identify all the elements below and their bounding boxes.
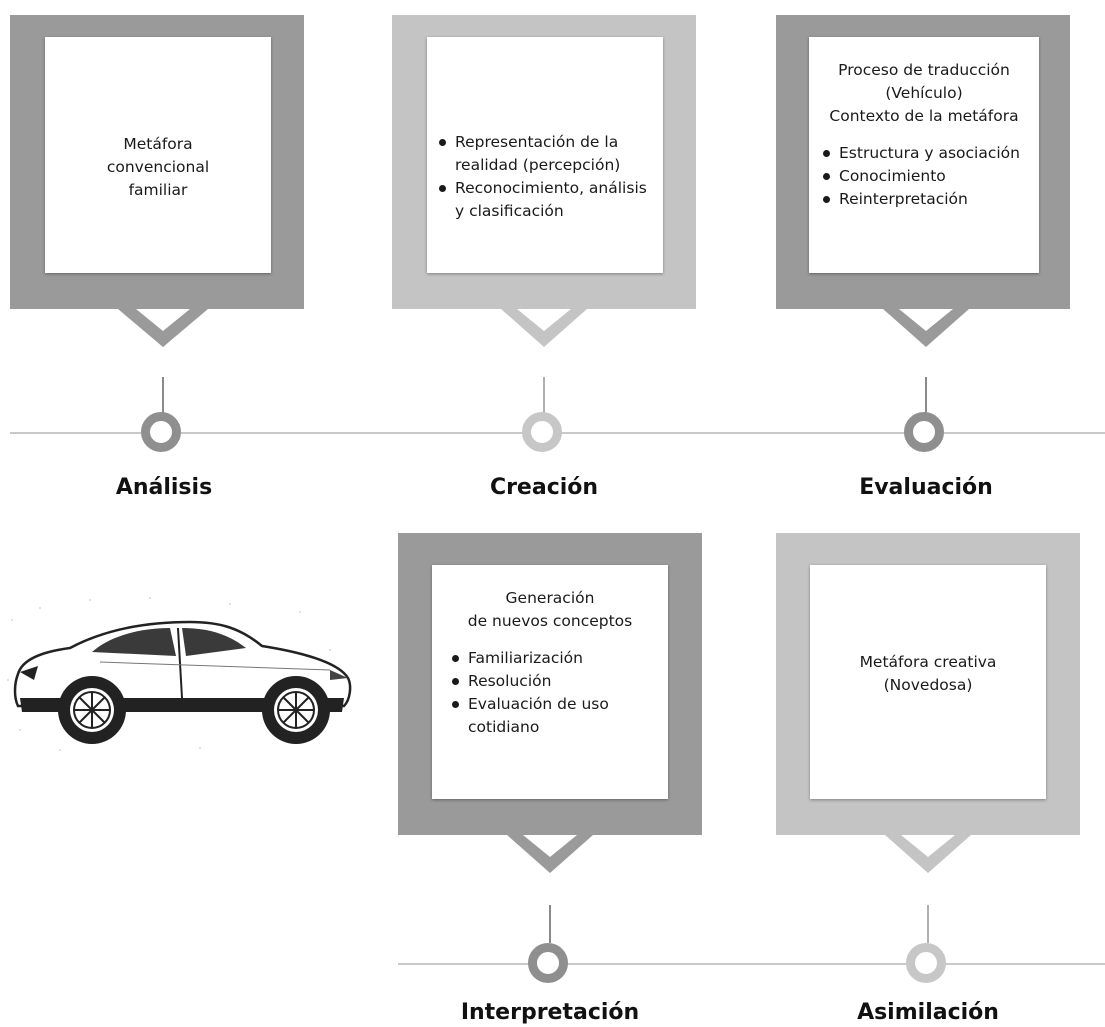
car-illustration: [7, 597, 352, 751]
stage-panel-interpretacion: Generación de nuevos conceptos Familiari…: [398, 533, 702, 835]
stage-panel-evaluacion: Proceso de traducción (Vehículo) Context…: [776, 15, 1070, 309]
card-title: Generación de nuevos conceptos: [467, 589, 633, 630]
timeline-node: [906, 943, 946, 983]
stage-panel-asimilacion: Metáfora creativa (Novedosa): [776, 533, 1080, 835]
timeline-line: [398, 963, 1105, 965]
stage-label-analisis: Análisis: [115, 475, 213, 500]
bullet-item: Reconocimiento, análisis y clasificación: [437, 177, 659, 223]
bullet-item: Representación de la realidad (percepció…: [437, 131, 659, 177]
connector-line: [925, 377, 927, 415]
connector-line: [549, 905, 551, 943]
bullet-item: Estructura y asociación: [821, 142, 1033, 165]
timeline-node: [528, 943, 568, 983]
chevron-down-icon: [885, 835, 971, 873]
timeline-node: [141, 412, 181, 452]
card-bullets: Familiarización Resolución Evaluación de…: [438, 647, 662, 739]
stage-card: Representación de la realidad (percepció…: [427, 37, 663, 273]
stage-panel-analisis: Metáfora convencional familiar: [10, 15, 304, 309]
chevron-down-icon: [507, 835, 593, 873]
bullet-item: Resolución: [450, 670, 642, 693]
stage-label-asimilacion: Asimilación: [857, 1000, 999, 1025]
bullet-item: Familiarización: [450, 647, 642, 670]
timeline-node: [522, 412, 562, 452]
stage-label-evaluacion: Evaluación: [859, 475, 993, 500]
stage-label-interpretacion: Interpretación: [460, 1000, 640, 1025]
bullet-item: Evaluación de uso cotidiano: [450, 693, 642, 739]
stage-card: Metáfora convencional familiar: [45, 37, 271, 273]
chevron-down-icon: [501, 309, 587, 347]
stage-card: Proceso de traducción (Vehículo) Context…: [809, 37, 1039, 273]
card-bullets: Estructura y asociación Conocimiento Rei…: [815, 142, 1033, 211]
card-title: Metáfora creativa (Novedosa): [859, 653, 997, 694]
connector-line: [162, 377, 164, 415]
chevron-down-icon: [883, 309, 969, 347]
connector-line: [543, 377, 545, 415]
connector-line: [927, 905, 929, 943]
card-title: Proceso de traducción (Vehículo) Context…: [829, 61, 1019, 125]
card-title: Metáfora convencional familiar: [106, 135, 210, 199]
bullet-item: Conocimiento: [821, 165, 1033, 188]
chevron-down-icon: [120, 309, 206, 347]
stage-panel-creacion: Representación de la realidad (percepció…: [392, 15, 696, 309]
card-bullets: Representación de la realidad (percepció…: [437, 131, 659, 223]
stage-card: Metáfora creativa (Novedosa): [810, 565, 1046, 799]
stage-label-creacion: Creación: [489, 475, 599, 500]
bullet-item: Reinterpretación: [821, 188, 1033, 211]
stage-card: Generación de nuevos conceptos Familiari…: [432, 565, 668, 799]
timeline-node: [904, 412, 944, 452]
